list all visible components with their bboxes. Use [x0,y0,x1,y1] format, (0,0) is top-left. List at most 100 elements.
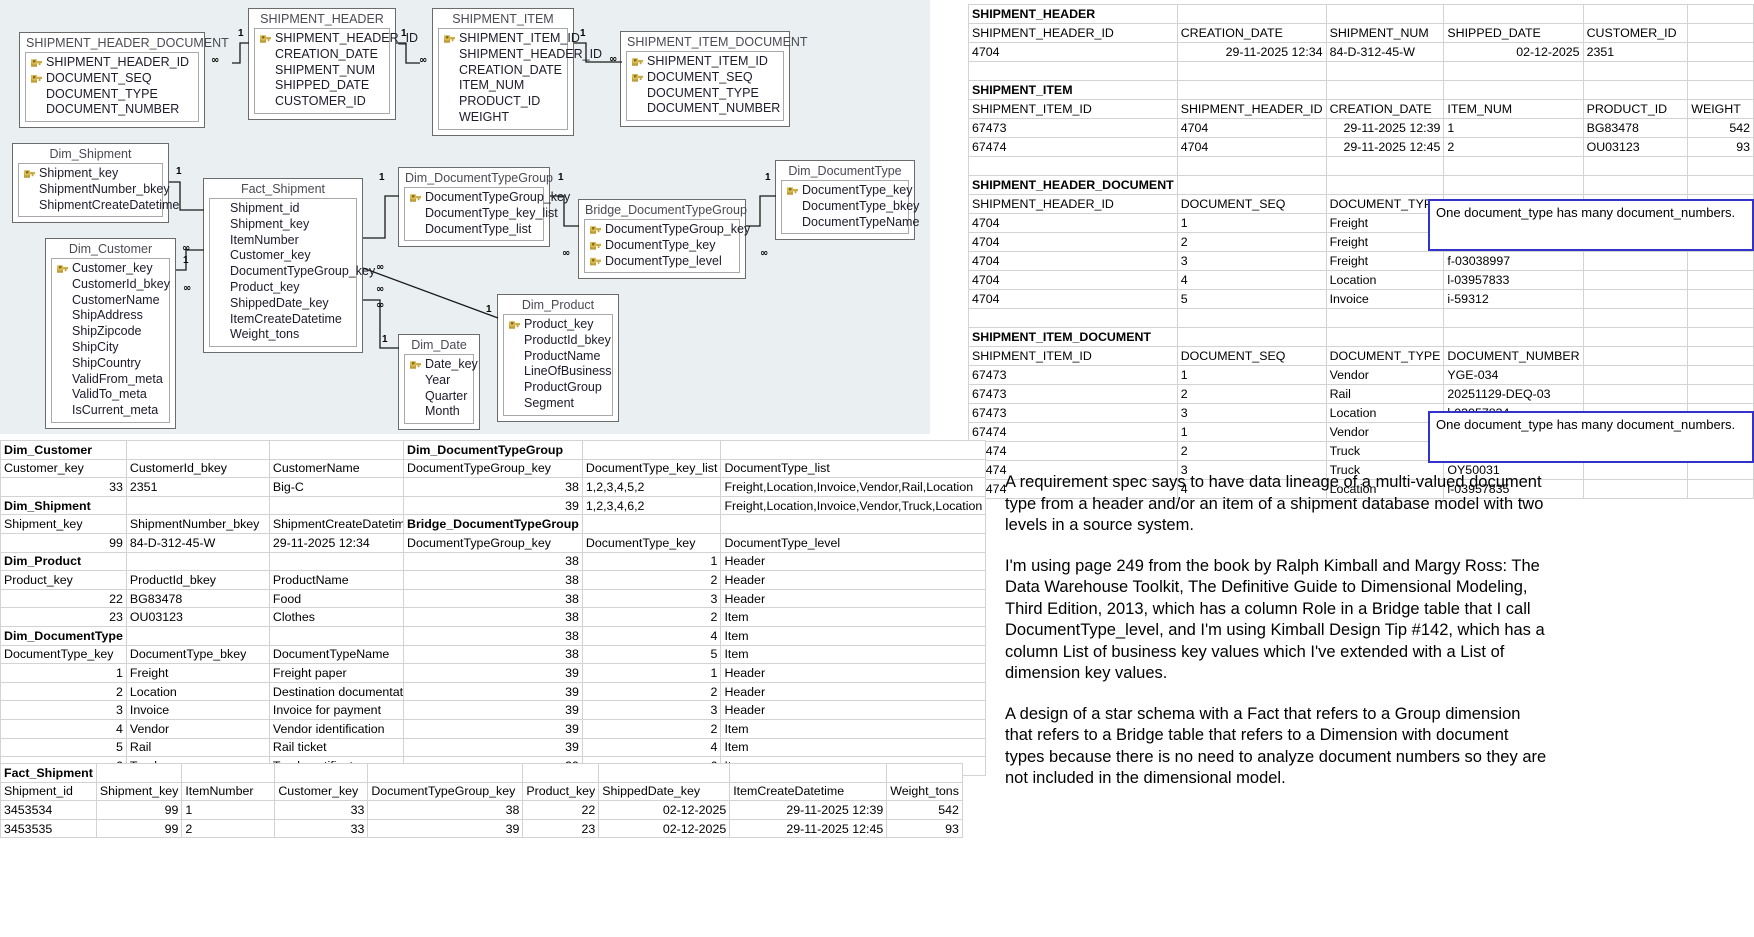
erd-field: PRODUCT_ID [459,94,541,109]
table-cell: 38 [403,477,583,497]
table-cell: 3453534 [0,800,97,820]
table-cell: 02-12-2025 [598,800,731,820]
table-cell: 84-D-312-45-W [1325,42,1445,62]
erd-field-primary-key: SHIPMENT_HEADER_ID [30,55,194,71]
table-cell: 29-11-2025 12:39 [729,800,888,820]
column-header-cell: SHIPMENT_ITEM_ID [968,346,1178,366]
erd-table-title: Dim_DocumentTypeGroup [405,171,553,185]
table-cell: Invoice [125,700,270,720]
table-cell: 38 [367,800,524,820]
table-cell: 23 [522,818,600,839]
cardinality-one-label: 1 [765,172,771,183]
table-cell: Header [720,551,987,572]
column-header-cell: Shipment_key [0,514,127,534]
table-cell: 5 [581,644,722,665]
erd-table-title: Bridge_DocumentTypeGroup [585,203,747,217]
erd-table-title: SHIPMENT_ITEM [452,12,554,26]
sheet-table-title: Dim_DocumentTypeGroup [403,440,583,460]
relationship-line [363,195,399,239]
empty-cell [1176,175,1327,195]
table-cell: 4704 [968,251,1178,271]
empty-cell [1443,327,1584,347]
table-cell: 4 [1176,270,1327,290]
erd-field: DocumentType_list [425,221,532,236]
erd-field: SHIPMENT_HEADER_ID [459,46,603,61]
empty-cell [1687,175,1754,195]
table-title-row: Bridge_DocumentTypeGroup [403,514,987,534]
table-cell: YGE-034 [1443,365,1584,385]
column-header-cell: CustomerId_bkey [125,458,270,479]
empty-cell [274,763,369,783]
table-cell: 22 [0,588,127,609]
column-header-cell: SHIPMENT_HEADER_ID [968,23,1178,43]
table-cell: Header [720,663,987,683]
erd-field: LineOfBusiness [524,364,612,379]
table-cell: 1 [1176,213,1327,233]
empty-cell [1176,156,1327,176]
column-header-cell: ShipmentCreateDatetime [268,514,424,534]
column-header-cell: ProductName [268,570,424,590]
table-cell: 67474 [968,422,1178,442]
table-cell: Freight,Location,Invoice,Vendor,Truck,Lo… [720,495,987,516]
table-cell: Location [125,681,270,702]
empty-cell [1687,479,1754,499]
table-cell: 02-12-2025 [598,818,731,839]
column-header-cell: WEIGHT [1687,99,1754,119]
table-cell: 67473 [968,403,1178,423]
explanation-paragraph-1: A requirement spec says to have data lin… [1005,473,1544,534]
column-header-cell: DocumentType_bkey [125,644,270,665]
column-header-cell: ProductId_bkey [125,570,270,590]
table-cell: Location [1325,479,1445,499]
sheet-table-title: SHIPMENT_ITEM_DOCUMENT [968,327,1178,347]
empty-cell [1443,61,1584,81]
table-cell: 20251129-DEQ-03 [1443,384,1584,404]
empty-cell [1582,327,1689,347]
erd-field: CustomerId_bkey [72,276,170,291]
table-cell: 2 [581,570,722,590]
table-cell: Item [720,607,987,627]
table-cell: Invoice for payment [268,700,424,720]
cardinality-many-label: ∞ [562,248,570,259]
empty-cell [1582,460,1689,480]
erd-field: DOCUMENT_TYPE [647,85,759,100]
table-cell: Truck [1325,441,1445,461]
erd-table-title: Dim_Date [411,338,467,352]
empty-cell [1325,327,1445,347]
erd-field-primary-key: SHIPMENT_HEADER_ID [259,31,418,47]
table-cell: Item [720,737,987,758]
empty-cell [1582,61,1689,81]
cardinality-many-label: ∞ [376,300,384,311]
column-header-cell: CUSTOMER_ID [1582,23,1689,43]
empty-cell [1687,23,1754,43]
sheet-table-title: Fact_Shipment [0,763,97,783]
column-header-cell: Customer_key [0,458,127,479]
table-cell: 38 [403,570,583,590]
table-cell: 4704 [968,270,1178,290]
table-cell: 39 [403,718,583,739]
table-cell: Rail ticket [268,737,424,758]
erd-field: ProductGroup [524,380,602,395]
erd-field: ShipAddress [72,308,143,323]
table-cell: 4 [581,737,722,758]
erd-field: Weight_tons [230,327,300,342]
column-header-cell: ItemNumber [181,781,276,802]
empty-cell [1582,4,1689,24]
table-cell: 3 [581,588,722,609]
relationship-line [176,249,204,271]
table-cell: 22 [522,800,600,820]
empty-cell [1687,42,1754,62]
table-cell: Rail [1325,384,1445,404]
empty-cell [1687,289,1754,309]
